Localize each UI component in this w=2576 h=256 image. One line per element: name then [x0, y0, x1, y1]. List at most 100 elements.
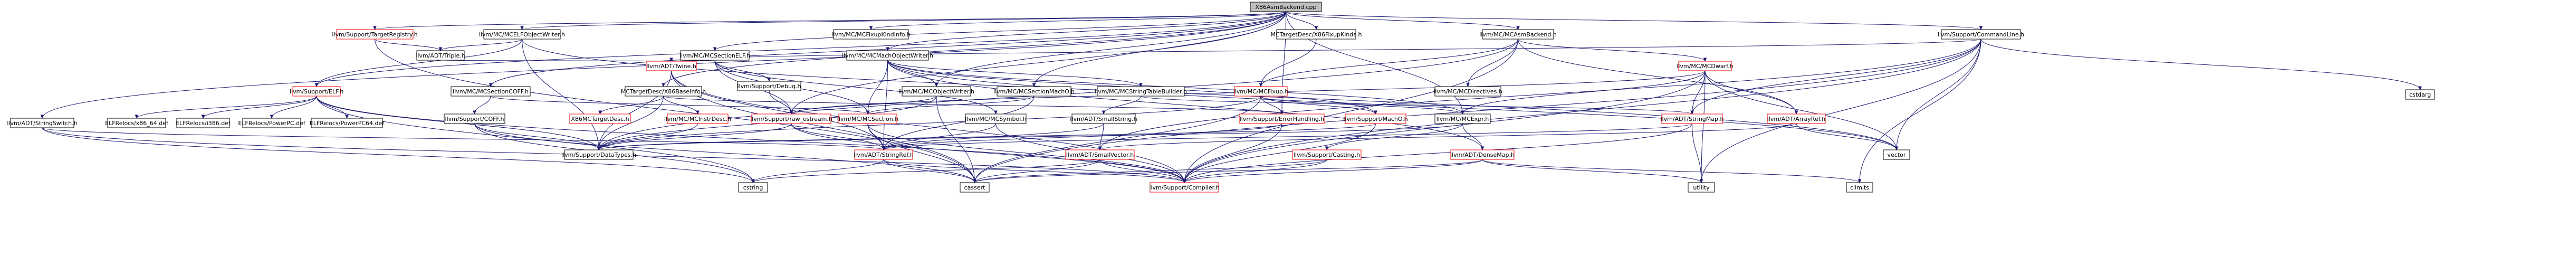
- node-box: [1292, 149, 1362, 160]
- node-label: llvm/MC/MCMachObjectWriter.h: [842, 52, 933, 59]
- node-targetregistry[interactable]: llvm/Support/TargetRegistry.h: [332, 29, 418, 40]
- edge-mcsectionelf-to-support_debug: [714, 60, 769, 81]
- node-elf_i386[interactable]: ELFRelocs/i386.def: [176, 118, 231, 128]
- edge-mcmachobjectwriter-to-mcstringtablebuilder: [887, 60, 1141, 87]
- edge-casting-to-cassert: [975, 159, 1327, 183]
- edge-x86fixupkinds-to-mcfixup: [1261, 39, 1317, 87]
- node-x86baseinfo[interactable]: MCTargetDesc/X86BaseInfo.h: [621, 86, 706, 97]
- node-label: llvm/MC/MCAsmBackend.h: [1479, 31, 1557, 38]
- edge-root-to-elf: [317, 11, 1286, 87]
- node-label: ELFRelocs/i386.def: [176, 120, 231, 127]
- node-mcdirectives[interactable]: llvm/MC/MCDirectives.h: [1433, 86, 1502, 97]
- node-smallvector[interactable]: llvm/ADT/SmallVector.h: [1065, 149, 1135, 160]
- node-label: MCTargetDesc/X86FixupKinds.h: [1271, 31, 1362, 38]
- node-utility[interactable]: utility: [1688, 182, 1715, 193]
- edge-commandline-to-twine: [672, 39, 1981, 61]
- node-compiler[interactable]: llvm/Support/Compiler.h: [1149, 182, 1220, 193]
- node-elf_ppc64[interactable]: ELFRelocs/PowerPC64.def: [310, 118, 385, 128]
- node-box: [960, 182, 990, 193]
- edge-elf-to-elf_ppc64: [316, 96, 347, 118]
- node-mcmachobjectwriter[interactable]: llvm/MC/MCMachObjectWriter.h: [842, 50, 933, 61]
- node-elf_x86_64[interactable]: ELFRelocs/x86_64.def: [105, 118, 169, 128]
- edge-root-to-commandline: [1286, 11, 1981, 30]
- edge-commandline-to-compiler: [1184, 39, 1981, 183]
- node-supportmacho[interactable]: llvm/Support/MachO.h: [1343, 113, 1408, 124]
- node-support_debug[interactable]: llvm/Support/Debug.h: [737, 81, 801, 91]
- edge-commandline-to-climits: [1860, 39, 1981, 183]
- node-elf[interactable]: llvm/Support/ELF.h: [290, 86, 343, 97]
- node-mcasmbackend[interactable]: llvm/MC/MCAsmBackend.h: [1479, 29, 1557, 40]
- edge-mcstringtablebuilder-to-stringmap: [1141, 96, 1692, 114]
- node-box: [2405, 89, 2435, 100]
- node-box: [1482, 29, 1554, 40]
- node-box: [242, 118, 301, 128]
- node-casting[interactable]: llvm/Support/Casting.h: [1292, 149, 1362, 160]
- node-cstdarg[interactable]: cstdarg: [2405, 89, 2435, 100]
- node-commandline[interactable]: llvm/Support/CommandLine.h: [1938, 29, 2024, 40]
- node-adtstring[interactable]: llvm/ADT/SmallString.h: [1070, 113, 1137, 124]
- node-mcfixupkindinfo[interactable]: llvm/MC/MCFixupKindInfo.h: [831, 29, 911, 40]
- node-label: llvm/MC/MCSectionELF.h: [679, 52, 750, 59]
- node-raw_ostream[interactable]: llvm/Support/raw_ostream.h: [750, 113, 832, 124]
- node-x86targetdesc[interactable]: X86MCTargetDesc.h: [569, 113, 631, 124]
- node-mcsectionelf[interactable]: llvm/MC/MCSectionELF.h: [679, 50, 750, 61]
- edge-root-to-mcasmbackend: [1286, 11, 1518, 30]
- node-stringref[interactable]: llvm/ADT/StringRef.h: [854, 149, 914, 160]
- node-box: [902, 86, 971, 97]
- node-densemap[interactable]: llvm/ADT/DenseMap.h: [1450, 149, 1515, 160]
- node-elf_ppc[interactable]: ELFRelocs/PowerPC.def: [238, 118, 306, 128]
- edge-mcmachobjectwriter-to-densemap: [887, 60, 1483, 150]
- node-box: [680, 50, 750, 61]
- edge-mcelfobjectwriter-to-datatypes: [522, 39, 599, 150]
- node-triple[interactable]: llvm/ADT/Triple.h: [416, 50, 465, 61]
- node-box: [1434, 113, 1491, 124]
- node-mcdwarf[interactable]: llvm/MC/MCDwarf.h: [1677, 61, 1734, 71]
- node-label: llvm/ADT/Twine.h: [646, 63, 696, 70]
- node-mcobjectwriter[interactable]: llvm/MC/MCObjectWriter.h: [898, 86, 974, 97]
- node-datatypes[interactable]: llvm/Support/DataTypes.h: [561, 149, 636, 160]
- node-root: X86AsmBackend.cpp: [1250, 2, 1322, 12]
- node-label: llvm/MC/MCExpr.h: [1437, 116, 1489, 122]
- node-stringmap[interactable]: llvm/ADT/StringMap.h: [1661, 113, 1724, 124]
- node-label: ELFRelocs/PowerPC64.def: [310, 120, 385, 127]
- edge-raw_ostream-to-compiler: [791, 123, 1184, 183]
- edge-mcfixup-to-datatypes: [599, 96, 1261, 150]
- node-climits[interactable]: climits: [1846, 182, 1873, 193]
- node-label: llvm/Support/ELF.h: [290, 88, 343, 95]
- node-mcstringtablebuilder[interactable]: llvm/MC/MCStringTableBuilder.h: [1095, 86, 1187, 97]
- node-box: [564, 149, 634, 160]
- node-label: llvm/MC/MCSymbol.h: [965, 116, 1027, 122]
- node-mcsectionmacho[interactable]: llvm/MC/MCSectionMachO.h: [993, 86, 1075, 97]
- node-mcelfobjectwriter[interactable]: llvm/MC/MCELFObjectWriter.h: [479, 29, 565, 40]
- edge-mcelfobjectwriter-to-vector: [522, 39, 1897, 150]
- node-mcexpr[interactable]: llvm/MC/MCExpr.h: [1434, 113, 1491, 124]
- node-twine[interactable]: llvm/ADT/Twine.h: [646, 61, 697, 71]
- node-mcinstrdesc[interactable]: llvm/MC/MCInstrDesc.h: [664, 113, 731, 124]
- node-mcsectioncoff[interactable]: llvm/MC/MCSectionCOFF.h: [451, 86, 531, 97]
- edge-mcmachobjectwriter-to-vector: [887, 60, 1897, 150]
- edge-mcasmbackend-to-mcfixup: [1261, 39, 1518, 87]
- node-x86fixupkinds[interactable]: MCTargetDesc/X86FixupKinds.h: [1271, 29, 1362, 40]
- node-stringswitch[interactable]: llvm/ADT/StringSwitch.h: [7, 118, 78, 128]
- edge-commandline-to-stringmap: [1692, 39, 1981, 114]
- node-errorhandling[interactable]: llvm/Support/ErrorHandling.h: [1239, 113, 1325, 124]
- edge-mcdwarf-to-compiler: [1184, 70, 1706, 183]
- node-mcsection[interactable]: llvm/MC/MCSection.h: [837, 113, 898, 124]
- node-label: climits: [1850, 184, 1869, 191]
- node-mcfixup[interactable]: llvm/MC/MCFixup.h: [1233, 86, 1289, 97]
- node-arrayref[interactable]: llvm/ADT/ArrayRef.h: [1767, 113, 1826, 124]
- node-label: cassert: [964, 184, 986, 191]
- edge-densemap-to-cassert: [975, 159, 1483, 183]
- edge-arrayref-to-vector: [1796, 123, 1897, 150]
- edge-mcsection-to-compiler: [867, 123, 1184, 183]
- node-mcsymbol[interactable]: llvm/MC/MCSymbol.h: [965, 113, 1027, 124]
- node-vector[interactable]: vector: [1883, 149, 1910, 160]
- node-coff[interactable]: llvm/Support/COFF.h: [444, 113, 505, 124]
- node-box: [1767, 113, 1826, 124]
- node-cstring[interactable]: cstring: [738, 182, 768, 193]
- edge-raw_ostream-to-stringref: [791, 123, 884, 150]
- node-box: [483, 29, 561, 40]
- node-cassert[interactable]: cassert: [960, 182, 990, 193]
- edge-mcmachobjectwriter-to-mcsection: [868, 60, 888, 114]
